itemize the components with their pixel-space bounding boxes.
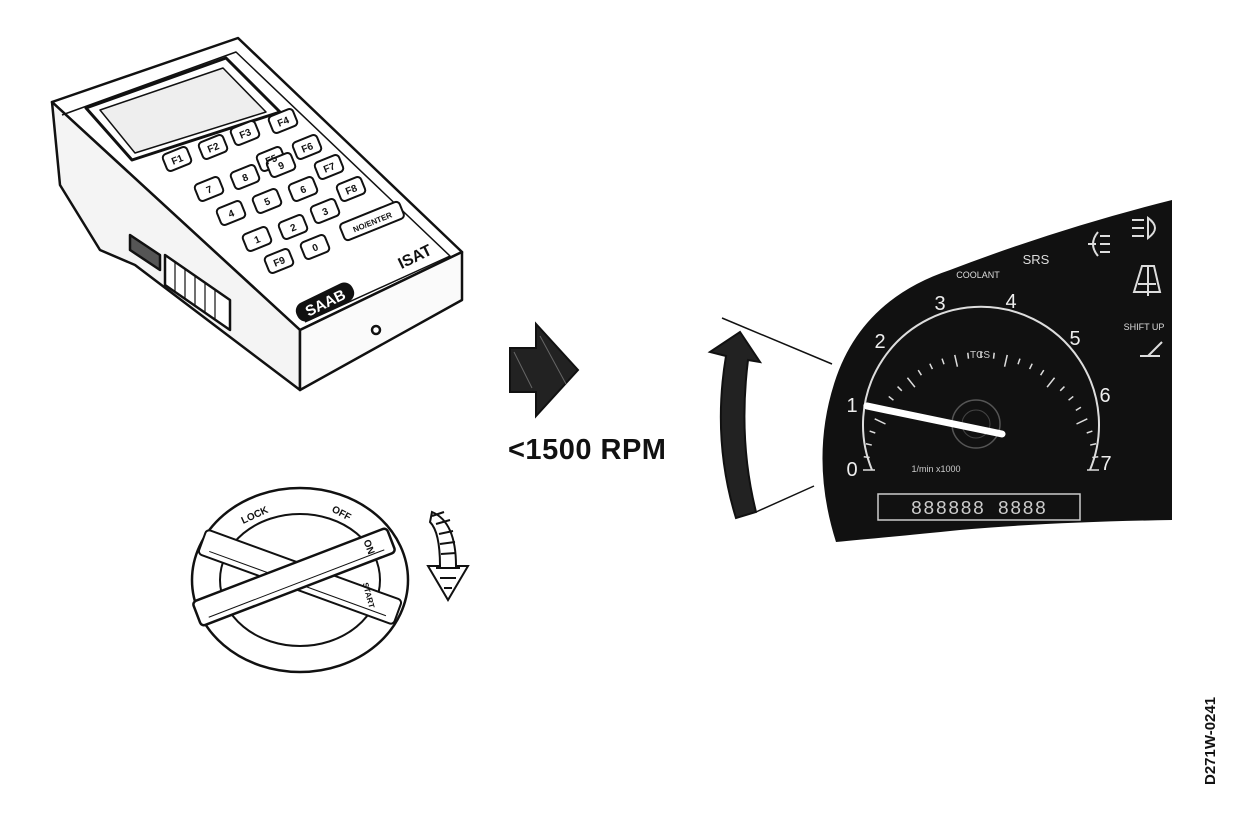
ignition-key bbox=[192, 527, 396, 627]
tester-key-label: 2 bbox=[289, 222, 299, 234]
tach-tick bbox=[941, 358, 945, 365]
tach-tick bbox=[1059, 386, 1065, 392]
tester-keypad: F1 F2 F3 F4 F5 F6 F7 F8 7 8 9 4 5 6 1 2 … bbox=[161, 107, 405, 275]
tester-key-label: F2 bbox=[206, 141, 221, 156]
diagnostic-tester bbox=[50, 36, 464, 392]
tach-tick bbox=[1075, 406, 1082, 412]
ignition-switch: LOCK OFF ON START bbox=[190, 486, 410, 674]
tach-tick bbox=[863, 456, 870, 459]
instrument-cluster: 0 1 2 3 4 5 6 7 1/min x1000 TCS 888888 8… bbox=[822, 200, 1172, 542]
tester-key-label: 3 bbox=[321, 206, 331, 218]
tach-tick bbox=[954, 354, 959, 367]
tester-key-label: F6 bbox=[300, 141, 315, 156]
tach-scale-5: 5 bbox=[1069, 328, 1080, 350]
high-beam-icon bbox=[1132, 216, 1156, 240]
tach-tick bbox=[888, 395, 894, 401]
odometer: 888888 8888 bbox=[877, 493, 1081, 521]
tach-scale-4: 4 bbox=[1005, 291, 1016, 313]
tester-key-label: 0 bbox=[311, 242, 321, 254]
tach-tick bbox=[1028, 363, 1033, 370]
tach-tick bbox=[1046, 377, 1056, 388]
tach-tick bbox=[1068, 395, 1074, 401]
tester-key-label: 4 bbox=[227, 208, 237, 220]
tach-tick bbox=[874, 418, 886, 425]
tach-unit-label: 1/min x1000 bbox=[911, 464, 960, 474]
tach-tick bbox=[1039, 369, 1045, 376]
tach-scale-0: 0 bbox=[846, 459, 857, 481]
coolant-indicator: COOLANT bbox=[956, 270, 1000, 280]
rpm-instruction-text: <1500 RPM bbox=[508, 434, 667, 466]
tester-key-label: 9 bbox=[277, 160, 287, 172]
tach-tick bbox=[869, 430, 876, 434]
tach-tick bbox=[929, 363, 934, 370]
tach-tick bbox=[917, 369, 923, 376]
fog-light-icon bbox=[1088, 231, 1110, 257]
tach-scale-1: 1 bbox=[846, 395, 857, 417]
tester-key-label: 6 bbox=[299, 184, 309, 196]
tcs-indicator: TCS bbox=[970, 350, 990, 361]
tester-key-label: F9 bbox=[272, 255, 287, 270]
tach-tick bbox=[865, 443, 872, 446]
tach-tick bbox=[1076, 418, 1088, 425]
tach-tick bbox=[1092, 456, 1099, 459]
tach-tick bbox=[1086, 430, 1093, 434]
tach-tick bbox=[967, 352, 970, 359]
tach-tick bbox=[1090, 443, 1097, 446]
tester-key-label: 5 bbox=[263, 196, 273, 208]
tester-key-label: 7 bbox=[205, 184, 215, 196]
tach-scale-2: 2 bbox=[874, 331, 885, 353]
srs-indicator: SRS bbox=[1023, 252, 1050, 267]
tach-needle bbox=[863, 402, 1006, 438]
turn-key-arrow-icon bbox=[426, 510, 470, 602]
tach-scale-6: 6 bbox=[1099, 385, 1110, 407]
tach-scale-7: 7 bbox=[1100, 453, 1111, 475]
tester-key-label: F8 bbox=[344, 183, 359, 198]
rear-fog-icon bbox=[1132, 265, 1162, 296]
switch-position-on: ON bbox=[361, 538, 376, 556]
tester-key-label: F4 bbox=[276, 115, 291, 130]
tester-key-label: 8 bbox=[241, 172, 251, 184]
shift-up-arrow-icon bbox=[1140, 341, 1163, 357]
tach-tick bbox=[992, 352, 995, 359]
tach-tick bbox=[1003, 354, 1008, 367]
right-arrow-icon bbox=[509, 321, 580, 419]
tach-tick bbox=[897, 386, 903, 392]
tester-key-label: F5 bbox=[264, 153, 279, 168]
document-id: D271W-0241 bbox=[1202, 696, 1219, 785]
tester-key-label: F1 bbox=[170, 153, 185, 168]
tester-key-label: 1 bbox=[253, 234, 263, 246]
tester-key-label: F3 bbox=[238, 127, 253, 142]
rpm-increase-arrow-icon bbox=[707, 317, 833, 520]
tester-key-label: F7 bbox=[322, 161, 337, 176]
tach-scale-3: 3 bbox=[934, 293, 945, 315]
tach-tick bbox=[906, 377, 916, 388]
tach-tick bbox=[1017, 358, 1021, 365]
tachometer: 0 1 2 3 4 5 6 7 1/min x1000 TCS bbox=[846, 291, 1111, 481]
shift-up-indicator: SHIFT UP bbox=[1124, 322, 1165, 332]
odometer-readout: 888888 8888 bbox=[911, 498, 1047, 520]
